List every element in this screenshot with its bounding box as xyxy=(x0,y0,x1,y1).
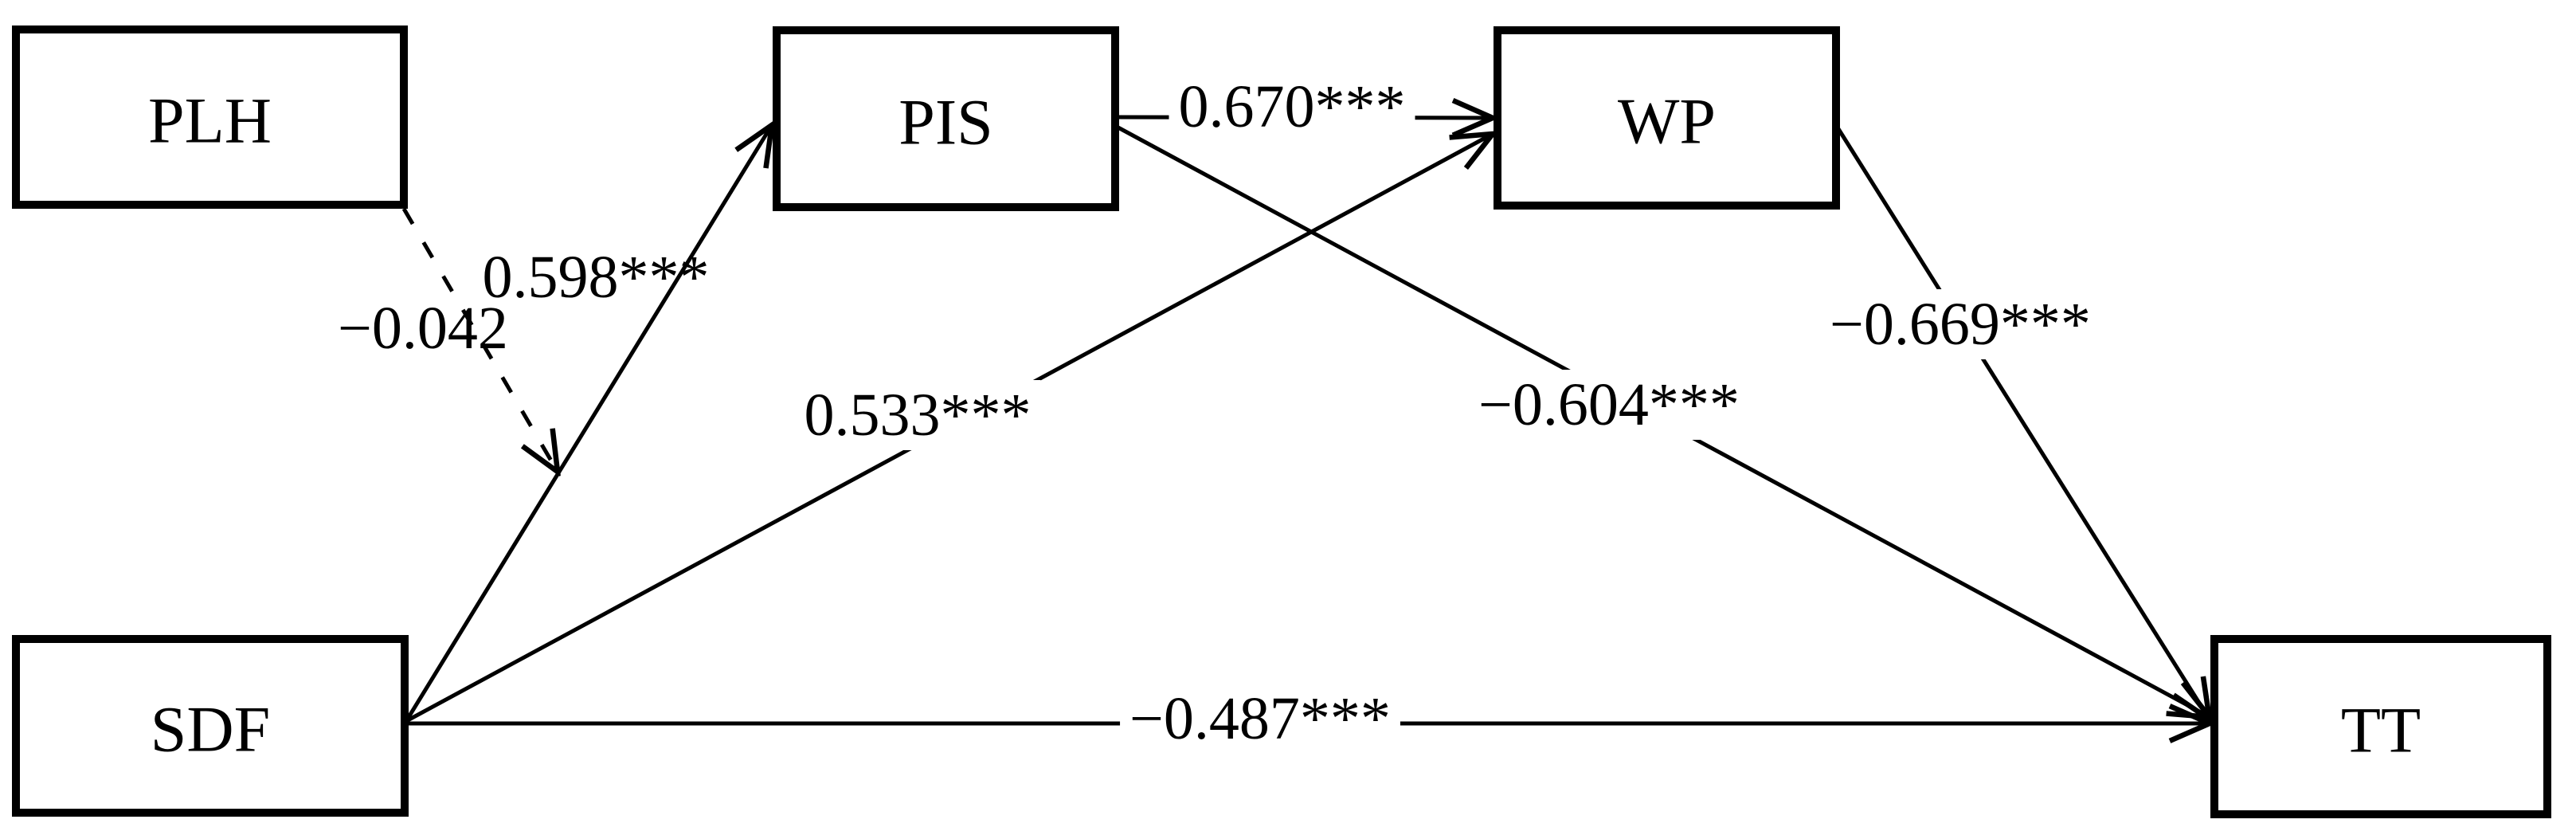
node-sdf: SDF xyxy=(12,635,409,817)
edge-label-pis-tt: −0.604*** xyxy=(1478,371,1740,438)
edge-label-bg-wp-tt xyxy=(1820,289,2100,359)
node-box-sdf xyxy=(12,635,409,817)
edge-label-sdf-wp: 0.533*** xyxy=(805,382,1032,449)
node-label-wp: WP xyxy=(1618,85,1716,158)
node-label-sdf: SDF xyxy=(151,693,270,766)
edge-plh-sdfpis xyxy=(401,207,558,472)
edge-label-pis-wp: 0.670*** xyxy=(1179,73,1406,140)
node-label-tt: TT xyxy=(2341,694,2421,766)
node-box-plh xyxy=(12,25,408,209)
edge-wp-tt xyxy=(1834,123,2210,719)
edge-label-bg-pis-wp xyxy=(1169,72,1415,142)
node-plh: PLH xyxy=(12,25,408,209)
edge-label-sdf-tt: −0.487*** xyxy=(1129,685,1391,752)
edge-label-plh-sdfpis: −0.042 xyxy=(338,295,508,362)
node-box-tt xyxy=(2210,635,2551,818)
node-box-wp xyxy=(1494,26,1840,210)
node-tt: TT xyxy=(2210,635,2551,818)
edges-layer xyxy=(401,117,2210,723)
edge-sdf-pis xyxy=(404,125,772,723)
edge-label-bg-sdf-tt xyxy=(1120,684,1400,754)
node-wp: WP xyxy=(1494,26,1840,210)
node-label-pis: PIS xyxy=(898,86,993,159)
edge-label-wp-tt: −0.669*** xyxy=(1830,291,2091,358)
node-label-plh: PLH xyxy=(148,84,272,157)
nodes-layer: PLH PIS WP SDF TT xyxy=(12,25,2551,818)
edge-label-sdf-pis: 0.598*** xyxy=(483,244,710,311)
edge-label-bg-pis-tt xyxy=(1469,370,1749,440)
node-box-pis xyxy=(773,26,1119,211)
node-pis: PIS xyxy=(773,26,1119,211)
edge-label-bg-sdf-wp xyxy=(794,380,1041,450)
